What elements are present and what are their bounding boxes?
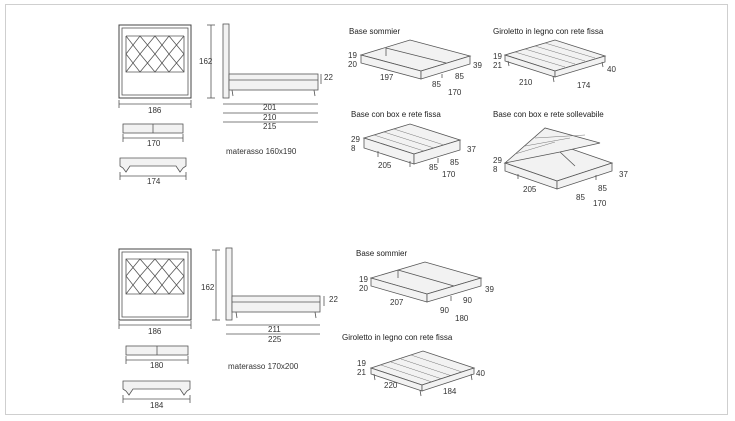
box-fissa-drawing-a [362,123,462,167]
bf-side-a: 37 [467,145,476,154]
bf-w1-a: 85 [429,163,438,172]
gi-h2-a: 21 [493,61,502,70]
giroletto-title-b: Giroletto in legno con rete fissa [342,333,453,342]
mattress-label-a: materasso 160x190 [226,147,297,156]
bs-total-a: 170 [448,88,462,97]
bs-side-b: 39 [485,285,494,294]
mattress-label-b: materasso 170x200 [228,362,299,371]
box-fissa-title-a: Base con box e rete fissa [351,110,441,119]
bsl-h2-a: 8 [493,165,498,174]
side-view-b [212,247,325,335]
giroletto-drawing-b [369,350,476,397]
bsl-total-a: 170 [593,199,607,208]
box-sollev-title-a: Base con box e rete sollevabile [493,110,604,119]
front-headboard-a [118,24,192,108]
bs-w1-a: 85 [432,80,441,89]
base-top-a [122,123,184,142]
gi-h2-b: 21 [357,368,366,377]
bs-h2-b: 20 [359,284,368,293]
gi-width-a: 174 [577,81,591,90]
side-dim-1-a: 201 [263,103,277,112]
base-sommier-title-b: Base sommier [356,249,407,258]
side-dim-1-b: 211 [268,325,281,334]
base-top-b [125,345,189,364]
bs-w1-b: 90 [440,306,449,315]
front-width-label-a: 186 [148,106,162,115]
bsl-side-a: 37 [619,170,628,179]
giroletto-drawing-a [503,39,607,83]
side-dim-2-a: 210 [263,113,277,122]
bs-h1-a: 19 [348,51,357,60]
bs-side-a: 39 [473,61,482,70]
bs-len-a: 197 [380,73,394,82]
base-front-a [119,157,187,180]
giroletto-title-a: Giroletto in legno con rete fissa [493,27,604,36]
bs-len-b: 207 [390,298,404,307]
base-front-b [122,380,191,403]
gi-len-b: 220 [384,381,398,390]
base-top-width-b: 180 [150,361,164,370]
front-width-label-b: 186 [148,327,162,336]
base-sommier-drawing-b [369,261,483,303]
side-height-label-b: 162 [201,283,215,292]
base-top-width-a: 170 [147,139,161,148]
bs-total-b: 180 [455,314,469,323]
bf-h2-a: 8 [351,144,356,153]
sheet-frame [5,4,728,415]
bs-w2-b: 90 [463,296,472,305]
bf-total-a: 170 [442,170,456,179]
gi-h1-a: 19 [493,52,502,61]
bf-h1-a: 29 [351,135,360,144]
front-headboard-b [118,248,192,329]
bs-h1-b: 19 [359,275,368,284]
bsl-h1-a: 29 [493,156,502,165]
bsl-len-a: 205 [523,185,537,194]
side-height-label-a: 162 [199,57,213,66]
bs-h2-a: 20 [348,60,357,69]
foot-label-b: 22 [329,295,338,304]
base-bottom-width-a: 174 [147,177,161,186]
bsl-w1-a: 85 [576,193,585,202]
base-bottom-width-b: 184 [150,401,164,410]
gi-len-a: 210 [519,78,533,87]
foot-label-a: 22 [324,73,333,82]
bf-w2-a: 85 [450,158,459,167]
base-sommier-title-a: Base sommier [349,27,400,36]
side-dim-2-b: 225 [268,335,282,344]
base-sommier-drawing-a [359,39,472,80]
bs-w2-a: 85 [455,72,464,81]
bf-len-a: 205 [378,161,392,170]
gi-h1-b: 19 [357,359,366,368]
gi-side-b: 40 [476,369,485,378]
gi-width-b: 184 [443,387,457,396]
side-view-a [207,23,322,123]
box-sollevabile-drawing-a [503,127,614,190]
bsl-w2-a: 85 [598,184,607,193]
gi-side-a: 40 [607,65,616,74]
side-dim-3-a: 215 [263,122,277,131]
